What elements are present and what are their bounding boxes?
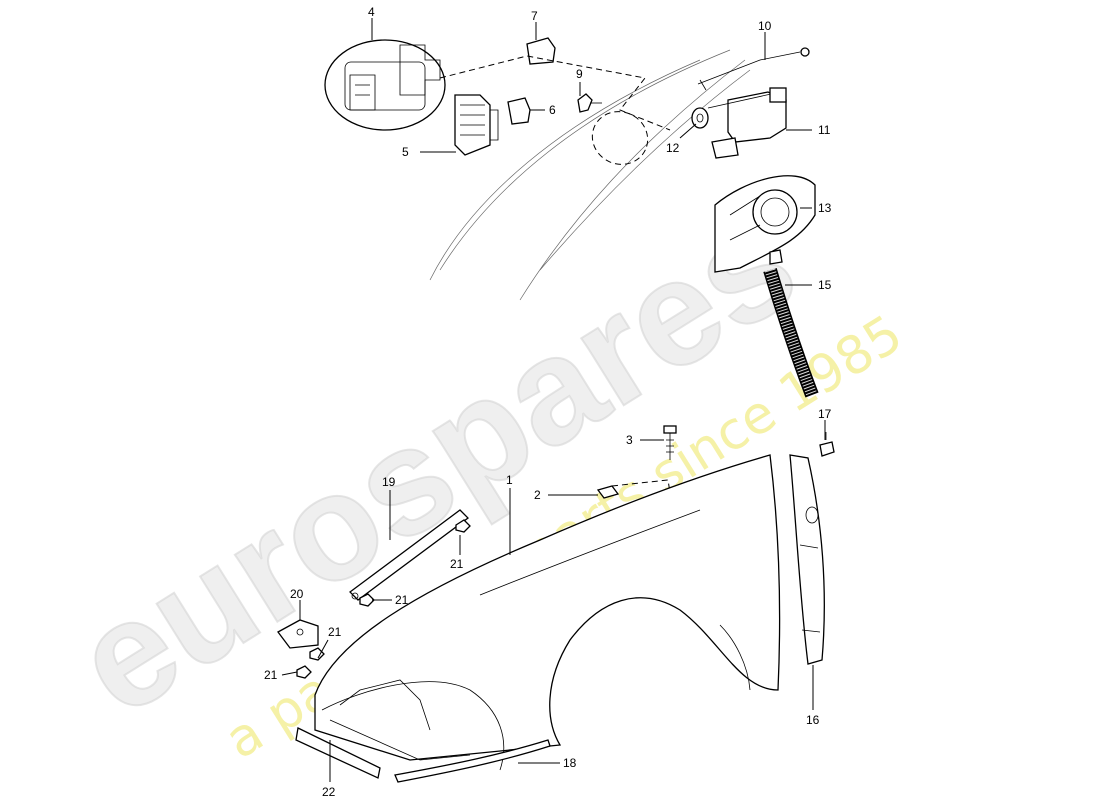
part-actuator [707, 87, 787, 159]
part-screw-17 [819, 432, 835, 457]
part-clip-6 [507, 97, 531, 125]
callout-label: 4 [368, 5, 375, 19]
part-front-fender [314, 454, 781, 771]
part-trim-piece [295, 727, 381, 779]
callout-label: 9 [576, 67, 583, 81]
part-pin [577, 93, 602, 113]
part-bump-stop [526, 37, 556, 65]
callout-label: 19 [382, 475, 396, 489]
part-drain-hose [763, 267, 819, 398]
callout-label: 21 [395, 593, 409, 607]
part-release-cable [697, 47, 810, 91]
part-fuel-flap-cover [324, 39, 446, 131]
callout-label: 20 [290, 587, 304, 601]
callout-label: 1 [506, 473, 513, 487]
callout-label: 3 [626, 433, 633, 447]
callout-label: 6 [549, 103, 556, 117]
callout-label: 16 [806, 713, 820, 727]
callout-label: 21 [328, 625, 342, 639]
callout-label: 17 [818, 407, 832, 421]
callout-label: 18 [563, 756, 577, 770]
part-latch [454, 94, 499, 156]
leader-lines [281, 18, 826, 782]
part-mount-bracket [277, 619, 319, 649]
callout-label: 12 [666, 141, 680, 155]
callout-label: 11 [818, 123, 831, 137]
part-seal-strip [394, 739, 551, 783]
callout-label: 15 [818, 278, 832, 292]
part-nuts-21 [296, 519, 471, 679]
callout-labels: 4 7 9 10 6 11 12 5 13 15 17 3 2 1 19 21 … [264, 5, 832, 799]
part-grommet [691, 107, 709, 129]
callout-label: 7 [531, 9, 538, 23]
part-liner-bracket [789, 454, 825, 665]
part-filler-housing [714, 175, 816, 273]
callout-label: 2 [534, 488, 541, 502]
callout-label: 21 [450, 557, 464, 571]
callout-label: 10 [758, 19, 772, 33]
callout-label: 22 [322, 785, 336, 799]
callout-label: 13 [818, 201, 832, 215]
part-brace-strap [349, 509, 469, 601]
callout-label: 21 [264, 668, 278, 682]
part-bolt-3 [663, 425, 677, 460]
callout-label: 5 [402, 145, 409, 159]
